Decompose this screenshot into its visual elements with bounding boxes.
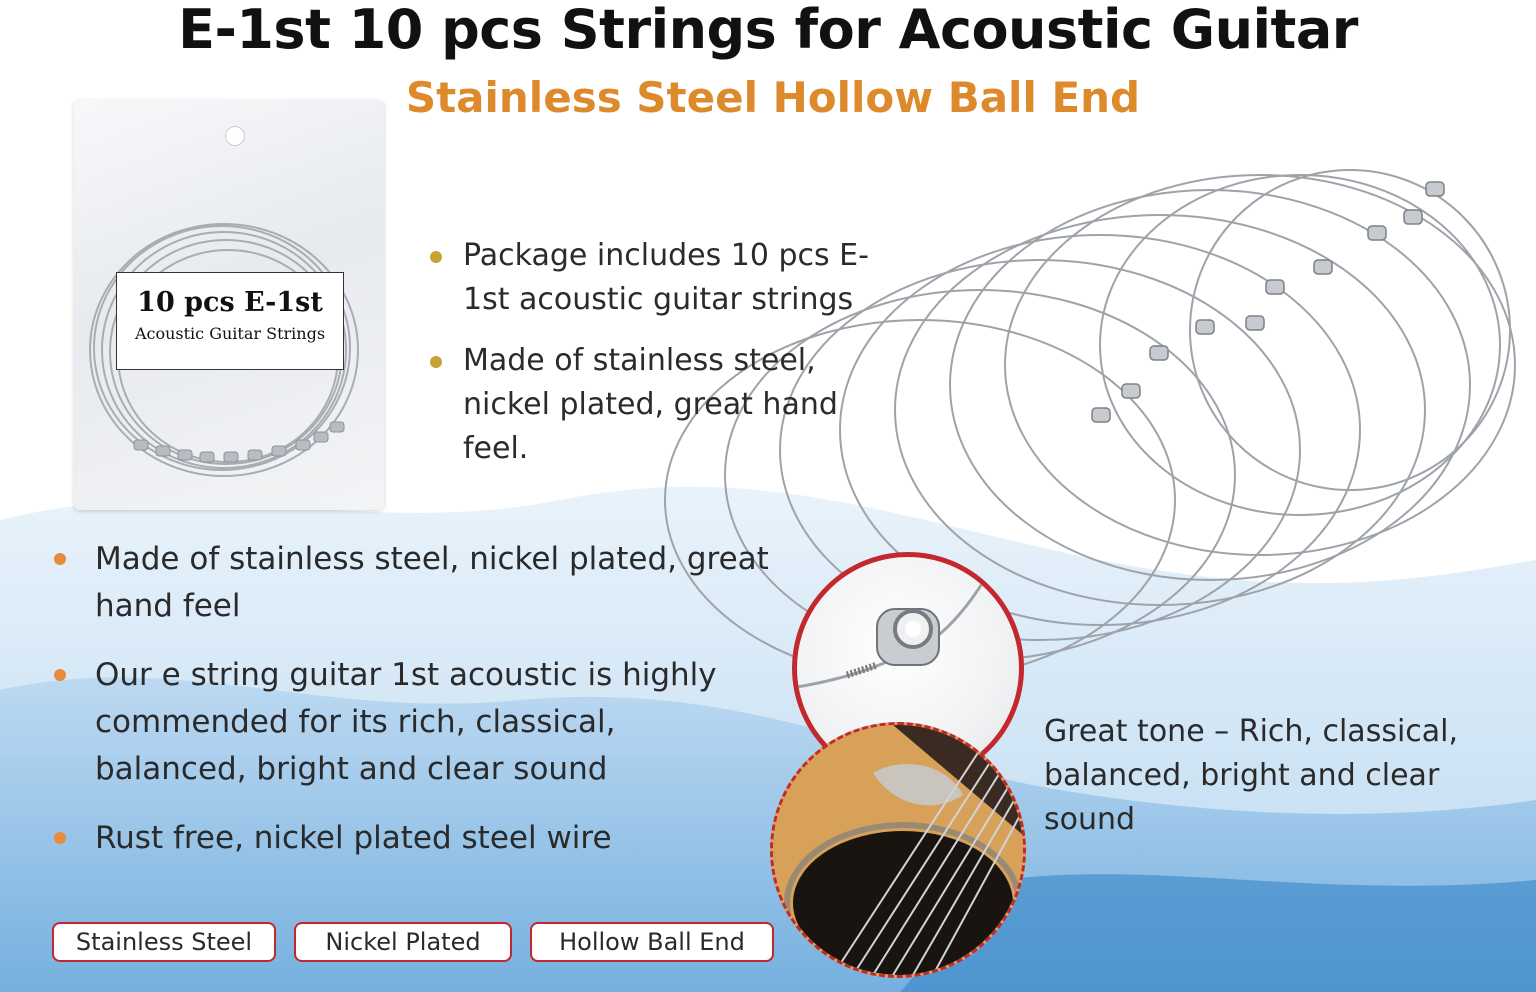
list-item: Made of stainless steel, nickel plated, … (430, 339, 890, 471)
package-label-subtitle: Acoustic Guitar Strings (134, 324, 326, 343)
badge-nickel-plated: Nickel Plated (294, 922, 512, 962)
list-item: Rust free, nickel plated steel wire (54, 815, 774, 862)
package-label: 10 pcs E-1st Acoustic Guitar Strings (116, 272, 344, 370)
page-title: E-1st 10 pcs Strings for Acoustic Guitar (178, 0, 1358, 61)
dot-icon (54, 832, 66, 844)
ball-end-icon (1091, 181, 1445, 423)
page-subtitle: Stainless Steel Hollow Ball End (405, 73, 1141, 122)
guitar-strings-image (664, 169, 1516, 681)
list-item: Made of stainless steel, nickel plated, … (54, 536, 774, 630)
package-label-title: 10 pcs E-1st (137, 287, 323, 318)
dot-icon (54, 669, 66, 681)
guitar-soundhole-closeup (770, 722, 1026, 978)
features-main-list: Made of stainless steel, nickel plated, … (54, 536, 774, 884)
features-top-list: Package includes 10 pcs E-1st acoustic g… (430, 234, 890, 488)
product-package-image: 10 pcs E-1st Acoustic Guitar Strings (74, 100, 384, 510)
hang-hole (225, 126, 245, 146)
tone-description: Great tone – Rich, classical, balanced, … (1044, 714, 1459, 837)
feature-text: Made of stainless steel, nickel plated, … (95, 541, 769, 624)
feature-text: Rust free, nickel plated steel wire (95, 820, 612, 856)
feature-text: Our e string guitar 1st acoustic is high… (95, 657, 717, 787)
dot-icon (430, 251, 442, 263)
feature-text: Package includes 10 pcs E-1st acoustic g… (463, 238, 869, 317)
list-item: Our e string guitar 1st acoustic is high… (54, 652, 774, 793)
dot-icon (430, 356, 442, 368)
list-item: Package includes 10 pcs E-1st acoustic g… (430, 234, 890, 322)
badge-stainless-steel: Stainless Steel (52, 922, 276, 962)
badge-hollow-ball-end: Hollow Ball End (530, 922, 774, 962)
feature-text: Made of stainless steel, nickel plated, … (463, 343, 838, 466)
dot-icon (54, 553, 66, 565)
